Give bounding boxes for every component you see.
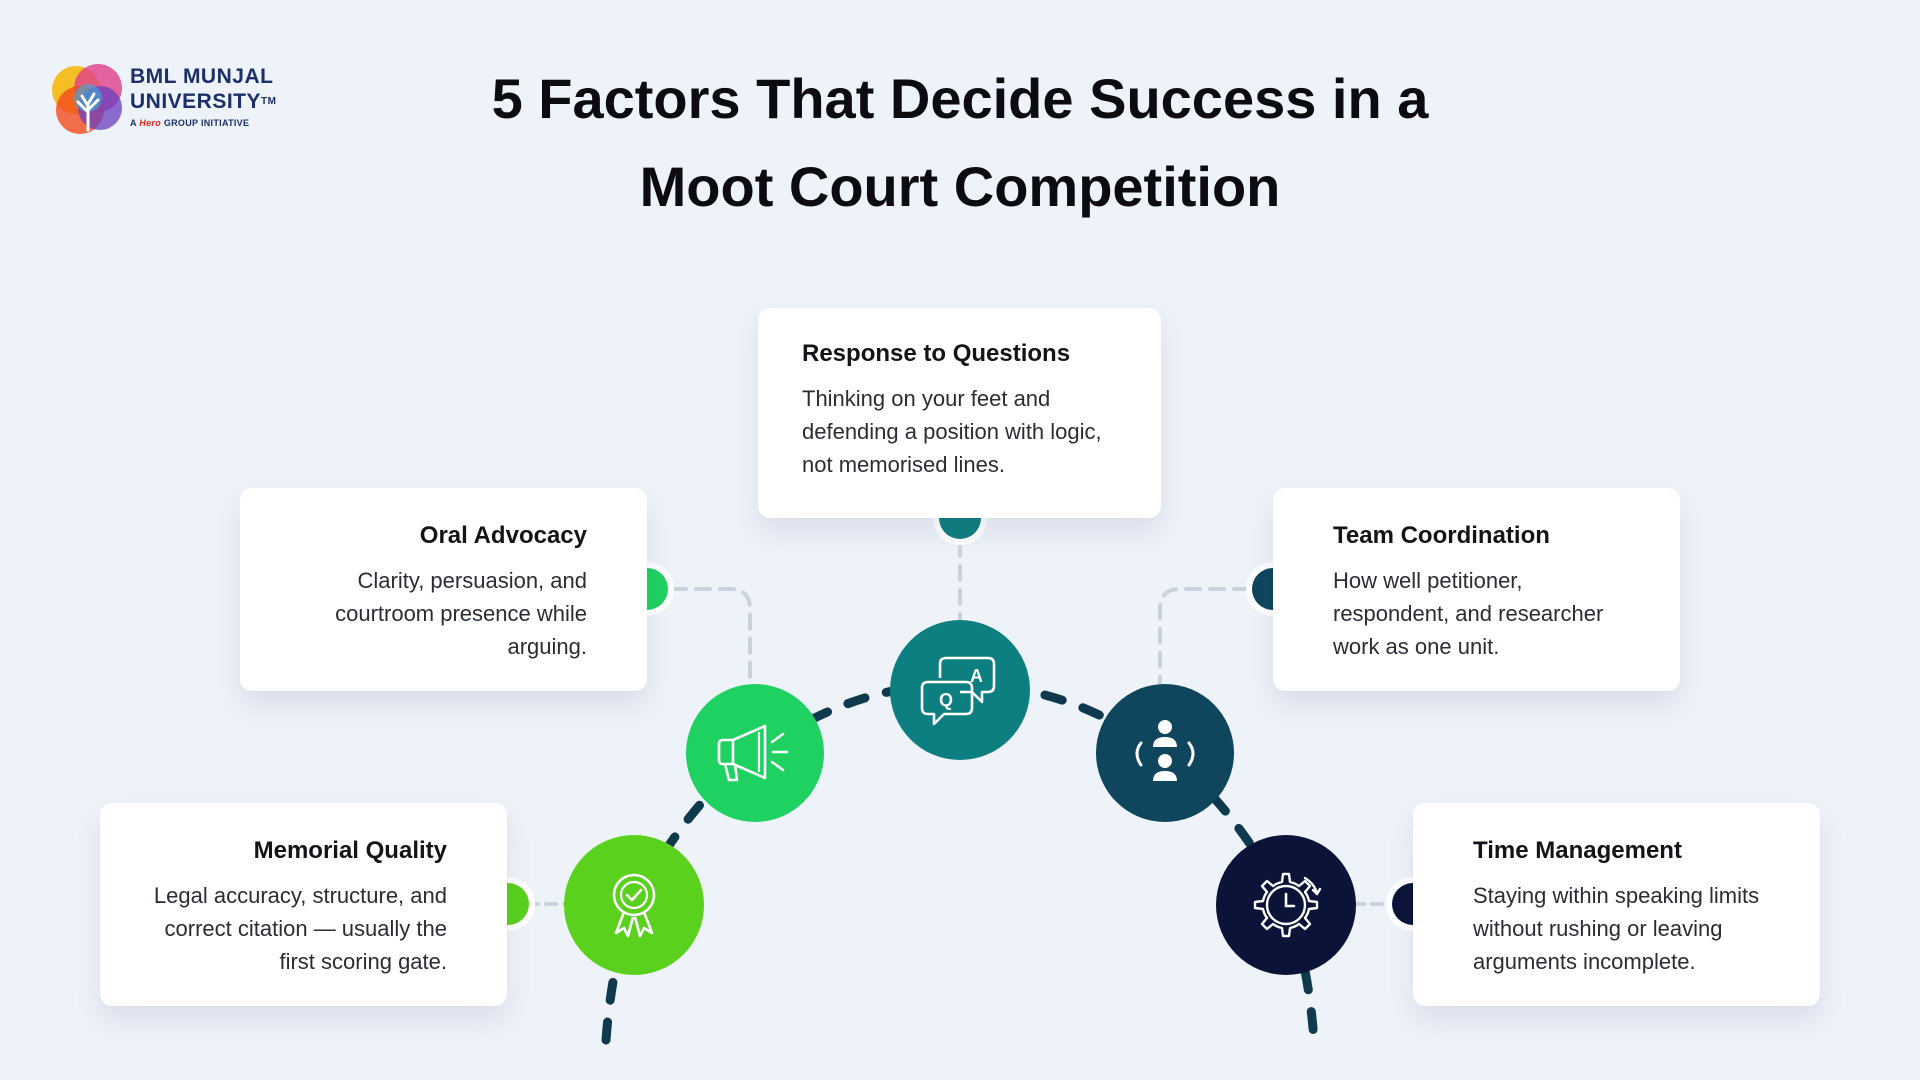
page-title: 5 Factors That Decide Success in a Moot … (360, 55, 1560, 231)
logo-tree-icon (52, 64, 122, 134)
megaphone-icon (717, 724, 789, 782)
university-logo: BML MUNJAL UNIVERSITYTM A Hero GROUP INI… (50, 60, 290, 140)
factor-title: Memorial Quality (253, 837, 447, 864)
title-line2: Moot Court Competition (639, 155, 1281, 218)
tagline-brand: Hero (139, 118, 161, 128)
award-ribbon-icon (612, 873, 656, 938)
logo-line1: BML MUNJAL (130, 65, 274, 88)
tagline-suffix: GROUP INITIATIVE (163, 118, 250, 128)
connector-oral (646, 587, 752, 685)
node-response: A Q (890, 620, 1030, 760)
logo-tagline: A Hero GROUP INITIATIVE (130, 118, 276, 128)
team-icon (1135, 720, 1195, 781)
connector-team (1158, 587, 1274, 685)
node-oral (686, 684, 824, 822)
trademark: TM (261, 96, 277, 107)
factor-description: Legal accuracy, structure, and correct c… (153, 883, 447, 974)
qa-chat-icon: A Q (920, 656, 996, 726)
factor-title: Response to Questions (802, 340, 1071, 367)
factor-card-oral-advocacy: Oral Advocacy Clarity, persuasion, and c… (240, 488, 647, 691)
logo-line2: UNIVERSITYTM (130, 89, 276, 114)
factor-description: Clarity, persuasion, and courtroom prese… (335, 568, 587, 659)
qa-letter-q: Q (939, 690, 953, 710)
logo-text: BML MUNJAL UNIVERSITYTM A Hero GROUP INI… (130, 64, 276, 128)
factor-card-memorial-quality: Memorial Quality Legal accuracy, structu… (100, 803, 507, 1006)
factor-title: Team Coordination (1333, 522, 1550, 549)
node-team (1096, 684, 1234, 822)
factor-card-team-coordination: Team Coordination How well petitioner, r… (1273, 488, 1680, 691)
node-memorial (564, 835, 704, 975)
factor-title: Oral Advocacy (419, 522, 587, 549)
clock-gear-icon (1253, 872, 1322, 938)
node-time (1216, 835, 1356, 975)
logo-line2-text: UNIVERSITY (130, 90, 262, 113)
factor-description: How well petitioner, respondent, and res… (1333, 568, 1604, 659)
qa-letter-a: A (970, 666, 983, 686)
title-line1: 5 Factors That Decide Success in a (491, 67, 1429, 130)
tagline-prefix: A (130, 118, 137, 128)
factor-description: Thinking on your feet and defending a po… (802, 386, 1102, 477)
factor-card-response-to-questions: Response to Questions Thinking on your f… (758, 308, 1161, 518)
factor-card-time-management: Time Management Staying within speaking … (1413, 803, 1820, 1006)
factor-description: Staying within speaking limits without r… (1473, 883, 1760, 974)
factor-title: Time Management (1473, 837, 1682, 864)
